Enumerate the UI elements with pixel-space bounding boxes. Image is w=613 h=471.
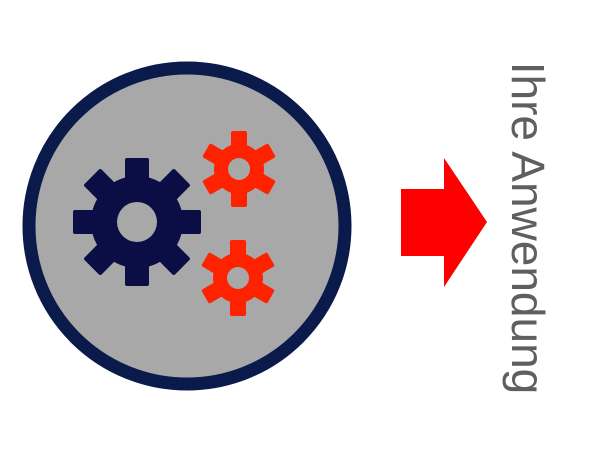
- small-gear-bottom-icon: [201, 240, 275, 316]
- small-gear-top-icon: [202, 131, 276, 207]
- application-label: Ihre Anwendung: [502, 62, 554, 395]
- arrow-right-icon: [401, 158, 487, 287]
- large-gear-icon: [73, 158, 201, 286]
